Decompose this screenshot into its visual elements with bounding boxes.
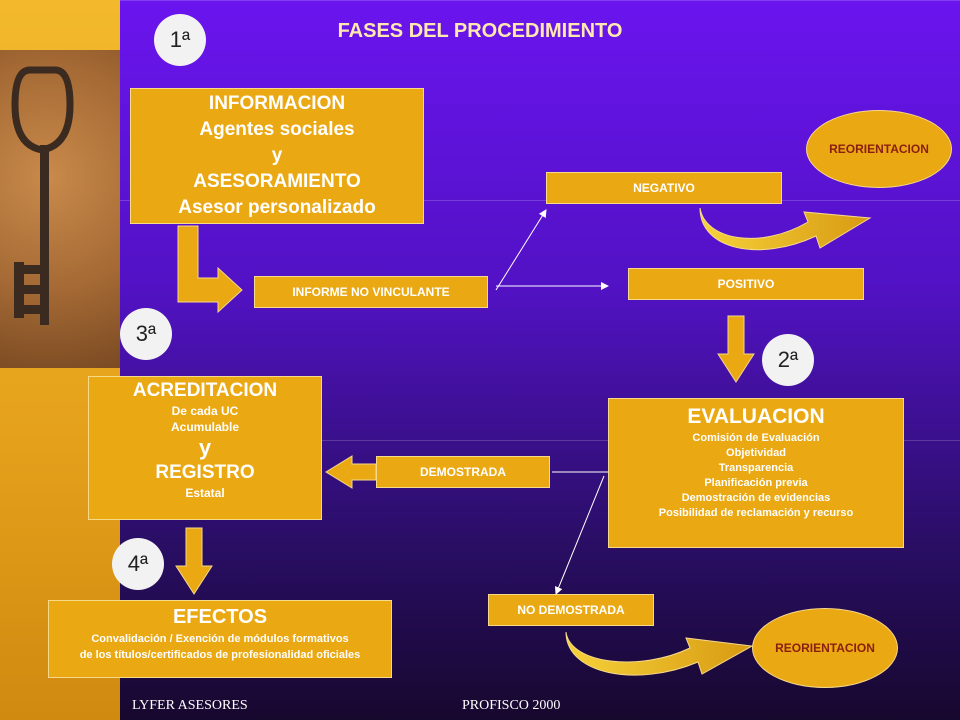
registro-title: REGISTRO: [155, 462, 255, 483]
down-arrow-to-efectos: [175, 527, 213, 595]
footer-right: PROFISCO 2000: [462, 698, 561, 713]
efectos-line1: Convalidación / Exención de módulos form…: [91, 633, 349, 645]
phase-1-badge: 1ª: [154, 14, 206, 66]
phase-4-badge: 4ª: [112, 538, 164, 590]
key-image: [0, 50, 120, 368]
acreditacion-sub3: Estatal: [185, 486, 225, 500]
positivo-box: POSITIVO: [628, 268, 864, 300]
acreditacion-y: y: [198, 435, 212, 460]
evaluacion-item: Objetividad: [726, 447, 786, 459]
efectos-title: EFECTOS: [172, 606, 268, 628]
acreditacion-title: ACREDITACION: [132, 380, 278, 401]
evaluacion-item: Demostración de evidencias: [681, 492, 831, 504]
informacion-box: INFORMACION Agentes sociales y ASESORAMI…: [130, 88, 424, 224]
negativo-box: NEGATIVO: [546, 172, 782, 204]
informe-box: INFORME NO VINCULANTE: [254, 276, 488, 308]
arrow-to-no-demostrada: [554, 475, 605, 595]
arrow-to-negativo: [495, 209, 547, 291]
acreditacion-box: ACREDITACION De cada UC Acumulable y REG…: [88, 376, 322, 520]
evaluacion-item: Transparencia: [718, 462, 794, 474]
demostrada-box: DEMOSTRADA: [376, 456, 550, 488]
old-key-icon: [11, 66, 74, 325]
evaluacion-box: EVALUACION Comisión de Evaluación Objeti…: [608, 398, 904, 548]
acreditacion-sub2: Acumulable: [170, 420, 239, 434]
no-demostrada-box: NO DEMOSTRADA: [488, 594, 654, 626]
phase-2-badge: 2ª: [762, 334, 814, 386]
decor-line: [120, 440, 960, 441]
curved-arrow-top: [699, 207, 872, 251]
decor-line: [120, 0, 960, 1]
agentes-label: Agentes sociales: [199, 119, 355, 140]
curved-arrow-bottom: [565, 631, 754, 676]
efectos-line2: de los títulos/certificados de profesion…: [79, 649, 361, 661]
y-label: y: [271, 145, 283, 166]
reorientacion-top-oval: REORIENTACION: [806, 110, 952, 188]
asesoramiento-label: ASESORAMIENTO: [193, 171, 361, 192]
evaluacion-item: Comisión de Evaluación: [692, 432, 820, 444]
acreditacion-sub1: De cada UC: [171, 404, 239, 418]
informacion-label: INFORMACION: [208, 93, 346, 114]
elbow-arrow-1: [177, 225, 243, 314]
asesor-label: Asesor personalizado: [178, 197, 376, 218]
efectos-box: EFECTOS Convalidación / Exención de módu…: [48, 600, 392, 678]
evaluacion-title: EVALUACION: [687, 405, 825, 428]
left-arrow-to-acreditacion: [325, 455, 377, 489]
evaluacion-item: Planificación previa: [704, 477, 808, 489]
phase-3-badge: 3ª: [120, 308, 172, 360]
decor-line: [120, 200, 960, 201]
slide-title: FASES DEL PROCEDIMIENTO: [337, 20, 623, 42]
down-arrow-to-evaluacion: [717, 315, 755, 383]
evaluacion-item: Posibilidad de reclamación y recurso: [658, 507, 854, 519]
reorientacion-bottom-oval: REORIENTACION: [752, 608, 898, 688]
footer-left: LYFER ASESORES: [132, 698, 248, 713]
